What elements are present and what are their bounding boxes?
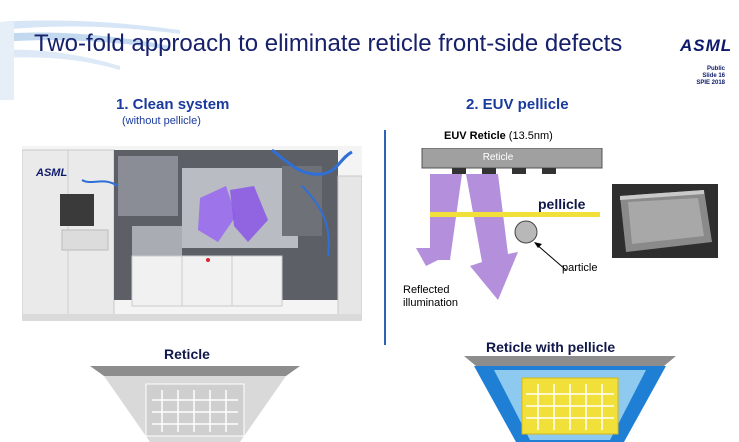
decorative-swoosh: [0, 20, 180, 100]
asml-logo: ASML: [680, 36, 733, 55]
meta-public: Public: [706, 66, 725, 72]
right-heading: 2. EUV pellicle: [466, 96, 569, 113]
euv-reticle-label-bold: EUV Reticle: [444, 130, 506, 142]
reticle-with-pellicle-graphic: [464, 356, 676, 442]
euv-reticle-label: EUV Reticle (13.5nm): [444, 130, 553, 142]
illumination-label-line2: illumination: [403, 297, 459, 309]
pellicle-label: pellicle: [538, 196, 586, 212]
left-heading: 1. Clean system: [116, 96, 230, 113]
illumination-label: Reflected illumination: [403, 284, 458, 310]
left-caption: Reticle: [164, 346, 210, 362]
meta-conference: SPIE 2018: [696, 80, 725, 86]
euv-reticle-label-wavelength: (13.5nm): [505, 130, 553, 142]
euv-machine-image: [22, 146, 362, 321]
machine-logo: ASML: [36, 167, 68, 179]
particle-label: particle: [562, 262, 598, 274]
right-caption: Reticle with pellicle: [486, 339, 616, 355]
slide-title: Two-fold approach to eliminate reticle f…: [34, 30, 623, 57]
pellicle-diagram: [416, 148, 603, 300]
meta-slide-number: Slide 16: [702, 73, 725, 79]
reticle-box-label: Reticle: [482, 152, 514, 163]
illumination-label-line1: Reflected: [403, 284, 450, 296]
slide-meta: Public Slide 16 SPIE 2018: [696, 66, 725, 87]
pellicle-photo: [612, 184, 718, 258]
column-divider: [384, 130, 386, 345]
reticle-graphic: [90, 366, 300, 442]
left-subheading: (without pellicle): [122, 115, 201, 127]
